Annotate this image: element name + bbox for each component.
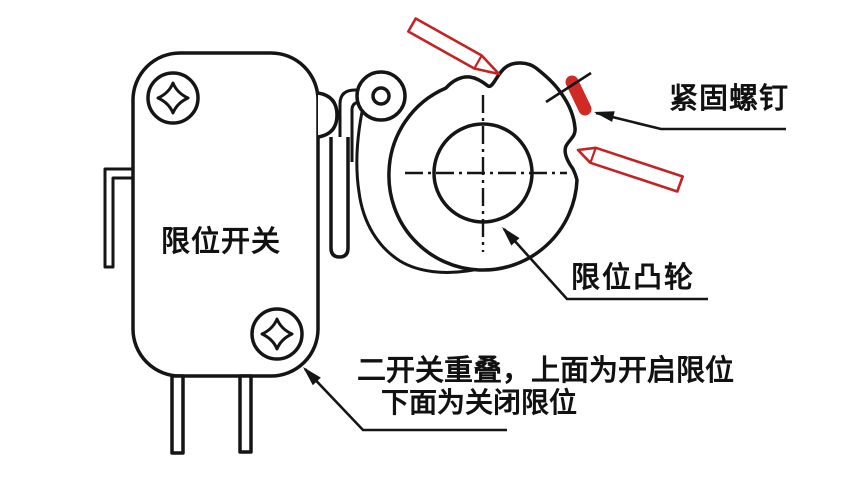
set-screw [565,75,592,116]
limit-cam-assembly [355,61,579,274]
switch-label: 限位开关 [161,224,281,258]
pencil-right-icon [576,146,684,193]
phillips-screw-top [146,71,200,125]
terminal-pins [170,374,253,455]
cam-leader-line [503,228,708,301]
note-annotation: 二开关重叠，上面为开启限位 下面为关闭限位 [303,353,734,432]
screw-annotation: 紧固螺钉 [594,82,789,131]
note-arrowhead-icon [303,367,321,386]
pencil-top-icon [407,17,501,76]
cam-annotation: 限位凸轮 [502,227,708,301]
note-line2: 下面为关闭限位 [381,386,577,419]
set-screw-cross-mark-icon [545,71,592,104]
cam-label: 限位凸轮 [571,260,695,294]
adjustment-tools [407,17,684,193]
screw-label: 紧固螺钉 [669,82,789,115]
terminal-pin-right [238,374,253,454]
lever-strip [329,137,350,259]
limit-switch: 限位开关 [103,51,407,455]
roller-pin [371,86,391,106]
note-line1: 二开关重叠，上面为开启限位 [357,353,734,387]
annotations: 紧固螺钉 限位凸轮 二开关重叠，上面为开启限位 下面为关闭限位 [303,82,789,432]
note-leader-line [304,368,507,432]
screw-arrowhead-icon [594,111,615,122]
limit-switch-body [131,51,320,378]
screw-leader-line [595,111,786,131]
cam-arrowhead-icon [502,227,520,246]
phillips-screw-bottom [250,307,304,361]
plunger-bulge [317,91,339,139]
centerlines [405,95,567,252]
roller-lever-outer [338,88,374,162]
terminal-pin-left [170,374,185,455]
mounting-bracket [103,167,133,269]
